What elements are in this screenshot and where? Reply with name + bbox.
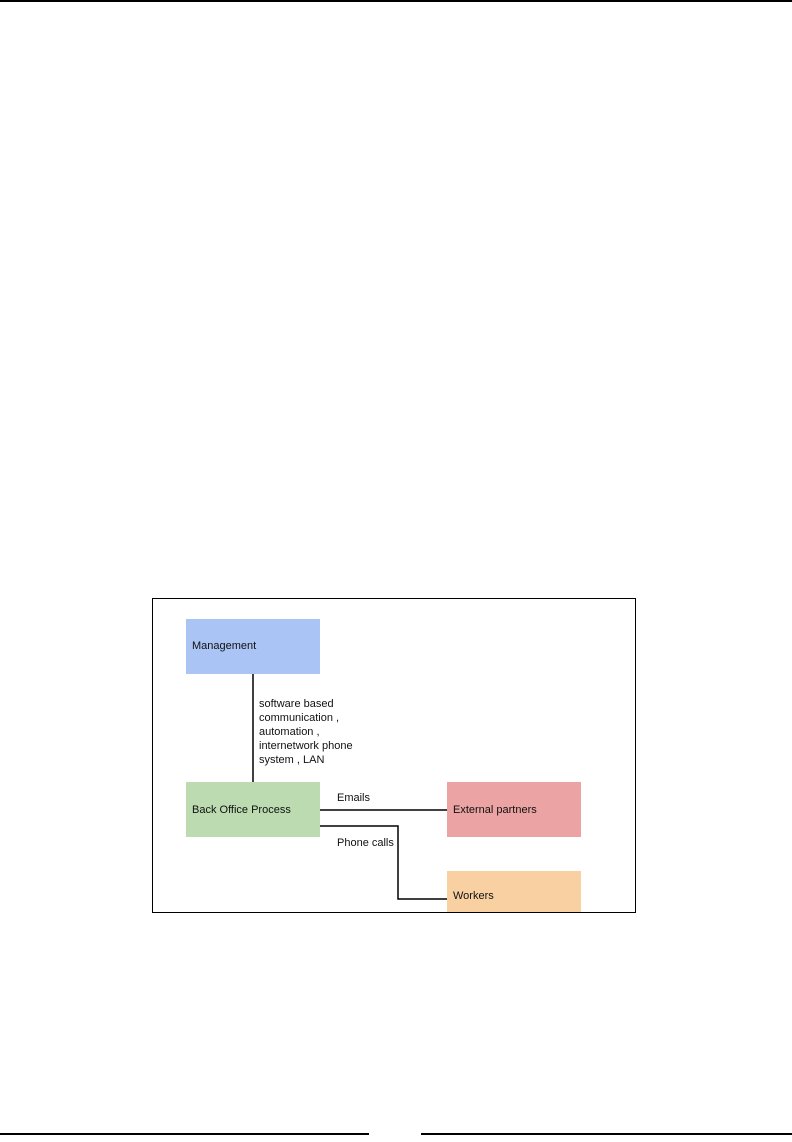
edge-label-line: internetwork phone xyxy=(259,740,353,752)
footer-rule-left xyxy=(0,1133,369,1135)
edge-label-line: communication , xyxy=(259,712,340,724)
diagram-connectors xyxy=(252,674,447,900)
edge-label-line: software based xyxy=(259,698,334,710)
node-management: Management xyxy=(186,619,320,674)
footer-rule-right xyxy=(421,1133,792,1135)
node-workers: Workers xyxy=(447,871,581,912)
node-management-label: Management xyxy=(192,640,257,652)
edge-label-emails: Emails xyxy=(337,792,371,804)
node-external-partners-label: External partners xyxy=(453,804,537,816)
edge-label-phone-calls: Phone calls xyxy=(337,837,394,849)
edge-label-management-backoffice: software based communication , automatio… xyxy=(259,697,379,767)
node-back-office-process-label: Back Office Process xyxy=(192,804,291,816)
header-rule xyxy=(0,0,792,2)
node-back-office-process: Back Office Process xyxy=(186,782,320,837)
edge-label-line: system , LAN xyxy=(259,754,325,766)
diagram-frame: Management Back Office Process External … xyxy=(152,598,636,913)
node-workers-label: Workers xyxy=(453,890,494,902)
edge-backoffice-workers xyxy=(320,825,447,900)
node-external-partners: External partners xyxy=(447,782,581,837)
edge-label-line: automation , xyxy=(259,726,320,738)
